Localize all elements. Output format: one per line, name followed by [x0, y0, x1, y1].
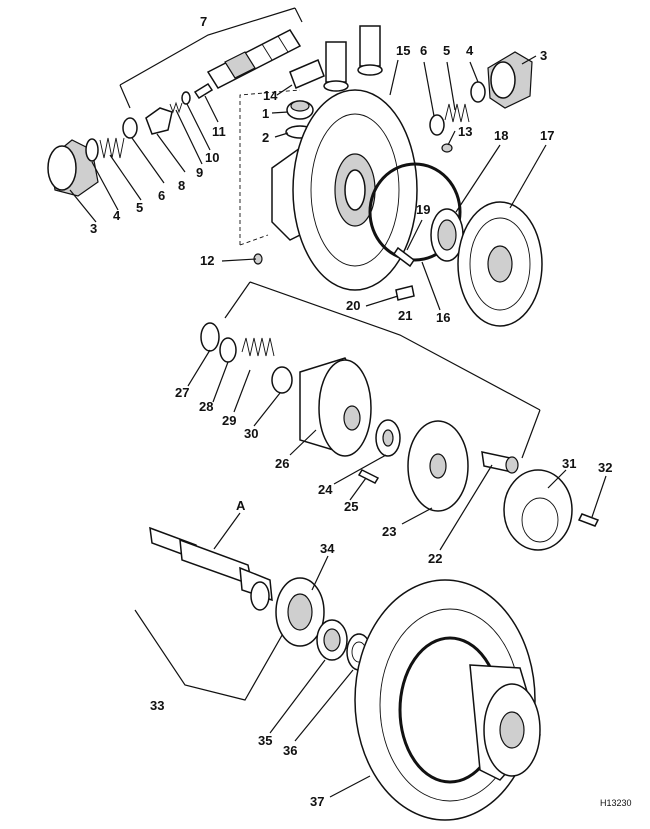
part-label-26: 26 — [275, 456, 289, 471]
part-label-6-right: 6 — [420, 43, 427, 58]
cap — [286, 100, 314, 120]
part-label-18: 18 — [494, 128, 508, 143]
part-label-15: 15 — [396, 43, 410, 58]
part-label-1: 1 — [262, 106, 269, 121]
part-label-28: 28 — [199, 399, 213, 414]
part-label-6-left: 6 — [158, 188, 165, 203]
part-label-32: 32 — [598, 460, 612, 475]
retainer-plate — [407, 420, 469, 512]
bolt — [289, 59, 325, 89]
part-label-11: 11 — [212, 124, 226, 139]
spring-right — [444, 103, 470, 123]
part-labels: 7 15 6 5 4 3 14 1 2 11 10 9 8 6 5 4 3 13… — [90, 14, 632, 809]
figure-code: H13230 — [600, 798, 632, 808]
part-label-3-left: 3 — [90, 221, 97, 236]
pin — [395, 285, 415, 301]
part-label-35: 35 — [258, 733, 272, 748]
shaft-label-a: A — [236, 498, 246, 513]
cylinder-spring — [241, 337, 275, 357]
part-label-19: 19 — [416, 202, 430, 217]
bracket-21 — [224, 281, 541, 459]
valve-pin — [193, 82, 214, 100]
bracket-33 — [134, 609, 286, 701]
valve-plate — [457, 201, 543, 327]
shaft-bearing — [275, 577, 325, 647]
small-plug — [441, 143, 453, 153]
part-label-4-right: 4 — [466, 43, 474, 58]
o-ring-left — [85, 138, 99, 162]
large-o-ring — [368, 162, 462, 262]
bracket-7 — [119, 7, 303, 109]
motor-housing — [239, 89, 418, 291]
part-label-27: 27 — [175, 385, 189, 400]
o-ring-right — [470, 81, 486, 103]
spring-left — [99, 137, 125, 159]
part-label-12: 12 — [200, 253, 214, 268]
part-label-31: 31 — [562, 456, 576, 471]
part-label-34: 34 — [320, 541, 335, 556]
part-label-10: 10 — [205, 150, 219, 165]
part-label-5-left: 5 — [136, 200, 143, 215]
part-label-25: 25 — [344, 499, 358, 514]
part-label-20: 20 — [346, 298, 360, 313]
part-label-13: 13 — [458, 124, 472, 139]
fitting-b — [357, 25, 383, 76]
part-label-36: 36 — [283, 743, 297, 758]
part-label-17: 17 — [540, 128, 554, 143]
mounting-flange — [354, 579, 541, 821]
part-label-5-right: 5 — [443, 43, 450, 58]
small-spring — [169, 101, 183, 114]
small-ring — [181, 91, 191, 105]
output-shaft — [149, 526, 273, 611]
piston — [481, 451, 519, 474]
part-label-8: 8 — [178, 178, 185, 193]
poppet — [145, 107, 173, 135]
part-label-21: 21 — [398, 308, 412, 323]
part-label-9: 9 — [196, 165, 203, 180]
plug-right — [487, 51, 533, 109]
housing-bearing — [430, 208, 464, 262]
part-label-3-right: 3 — [540, 48, 547, 63]
part-label-14: 14 — [263, 88, 278, 103]
part-label-30: 30 — [244, 426, 258, 441]
hub-pin — [357, 469, 380, 484]
part-label-23: 23 — [382, 524, 396, 539]
spline-hub — [375, 419, 401, 457]
part-label-37: 37 — [310, 794, 324, 809]
part-label-7: 7 — [200, 14, 207, 29]
part-label-16: 16 — [436, 310, 450, 325]
part-label-22: 22 — [428, 551, 442, 566]
shaft-seal — [316, 619, 348, 661]
cam-pin — [577, 513, 600, 527]
part-label-29: 29 — [222, 413, 236, 428]
part-label-33: 33 — [150, 698, 164, 713]
part-label-2: 2 — [262, 130, 269, 145]
washer-right — [429, 114, 445, 136]
fitting-a — [323, 41, 349, 92]
part-label-4-left: 4 — [113, 208, 121, 223]
cam-plate — [503, 469, 573, 551]
washer-left — [122, 117, 138, 139]
leader-lines — [69, 55, 607, 798]
dowel-pin — [392, 246, 416, 268]
spring-washer — [271, 366, 293, 394]
cylinder-block — [299, 357, 372, 457]
part-label-24: 24 — [318, 482, 333, 497]
spacer-washer — [219, 337, 237, 363]
snap-ring — [200, 322, 220, 352]
relief-cartridge — [206, 29, 302, 89]
